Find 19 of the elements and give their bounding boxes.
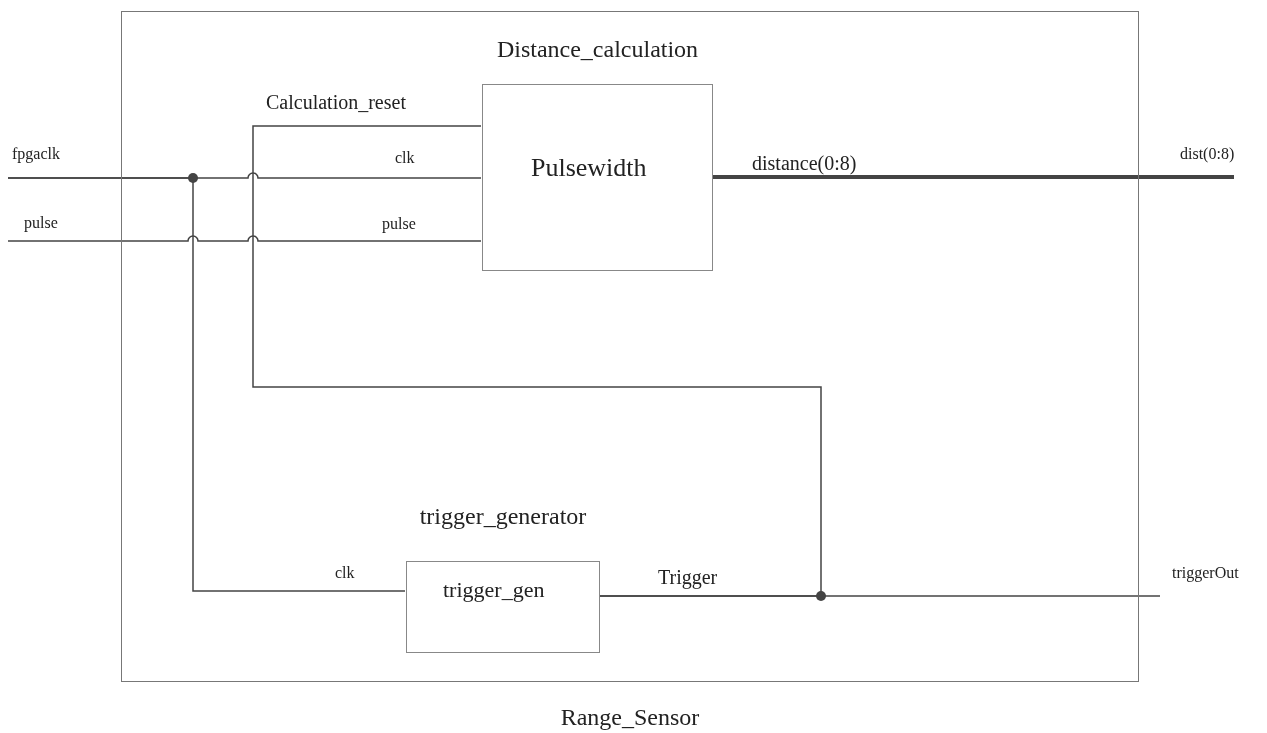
edge-label: Trigger bbox=[656, 567, 720, 587]
module-title: trigger_generator bbox=[419, 504, 587, 528]
wire bbox=[712, 175, 1234, 179]
port-label: fpgaclk bbox=[12, 146, 60, 162]
edge-label: clk bbox=[333, 565, 357, 581]
wire bbox=[7, 177, 406, 592]
block-name: Pulsewidth bbox=[531, 155, 647, 181]
block-name: trigger_gen bbox=[443, 579, 545, 601]
module-title: Range_Sensor bbox=[560, 705, 700, 729]
edge-label: Calculation_reset bbox=[264, 92, 408, 112]
edge-label: pulse bbox=[380, 216, 418, 232]
port-label: triggerOut bbox=[1172, 565, 1239, 581]
edge-label: distance(0:8) bbox=[750, 153, 859, 173]
edge-label: clk bbox=[393, 150, 417, 166]
port-label: dist(0:8) bbox=[1180, 146, 1235, 162]
wire bbox=[252, 125, 822, 597]
wire bbox=[7, 235, 482, 242]
module-title: Distance_calculation bbox=[496, 37, 699, 61]
port-label: pulse bbox=[24, 215, 58, 231]
